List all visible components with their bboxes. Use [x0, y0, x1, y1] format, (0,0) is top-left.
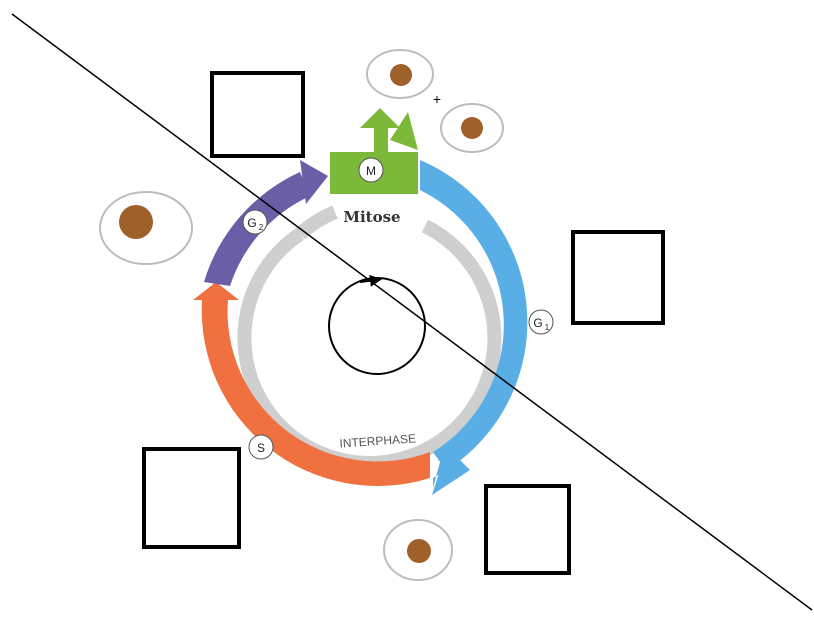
cell-top-2: [441, 104, 503, 152]
answer-box-right-bottom[interactable]: [484, 484, 571, 575]
badge-m: M: [359, 158, 383, 182]
nucleus: [461, 117, 483, 139]
badge-g2-label: G: [247, 216, 256, 230]
inner-ring: [244, 212, 494, 463]
answer-box-right[interactable]: [571, 230, 665, 325]
mitose-label: Mitose: [343, 208, 400, 226]
nucleus: [407, 539, 431, 563]
nucleus: [390, 64, 412, 86]
badge-g1: G 1: [529, 310, 553, 334]
answer-box-top[interactable]: [210, 71, 305, 158]
answer-box-left-bottom[interactable]: [142, 447, 241, 549]
cell-bottom: [384, 520, 452, 580]
m-arrow-up: [358, 108, 400, 152]
nucleus: [119, 205, 153, 239]
badge-g2-sub: 2: [259, 223, 264, 232]
center-circle: [329, 278, 425, 374]
s-arrowhead: [193, 282, 239, 300]
badge-g1-sub: 1: [545, 323, 550, 332]
badge-m-label: M: [366, 164, 376, 178]
center-cycle: [329, 278, 425, 374]
badge-s: S: [249, 435, 273, 459]
m-arrow-right: [390, 112, 418, 150]
cell-left: [100, 192, 192, 264]
badge-g2: G 2: [243, 210, 267, 234]
cell-top-1: [367, 50, 433, 98]
badge-s-label: S: [257, 441, 265, 455]
badge-g1-label: G: [533, 316, 542, 330]
inner-ring-segment-left: [300, 212, 335, 234]
plus-sign: +: [433, 91, 441, 107]
interphase-label: INTERPHASE: [339, 431, 416, 450]
